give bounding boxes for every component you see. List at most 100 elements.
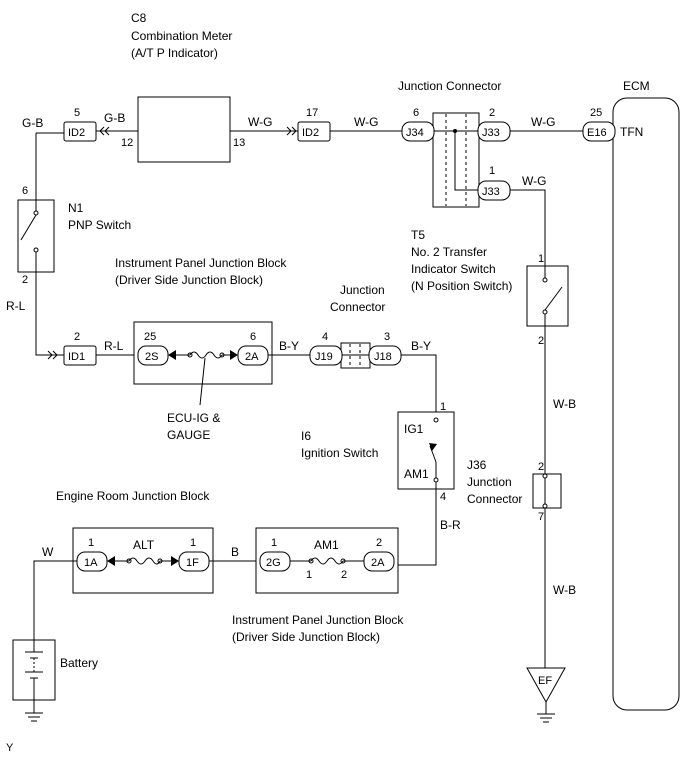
ecm-terminal-tfn: TFN [620,125,643,139]
alt-fuse-l [126,558,132,564]
e16-pin: 25 [590,107,602,119]
e16-label: E16 [587,127,607,139]
ground-ef-label: EF [538,675,552,687]
j36-line1: Junction [467,475,512,489]
wire-label-wg-2: W-G [354,115,378,129]
n1-pin-2: 2 [22,274,28,286]
n1-blade [20,214,37,241]
i6-pin-1: 1 [440,401,446,413]
t5-line1: No. 2 Transfer [411,245,487,259]
j36-pin-2: 2 [538,461,544,473]
ipjb-upper-line2: (Driver Side Junction Block) [115,273,263,287]
id2-right-pin: 17 [306,107,318,119]
t5-blade [544,286,563,311]
id2-right-arrow [286,126,297,136]
n1-pin-6: 6 [22,185,28,197]
ipjb-lower-line1: Instrument Panel Junction Block [232,613,404,627]
t5-ref: T5 [411,228,425,242]
fuse-gauge-label: GAUGE [167,428,210,442]
wire-label-br: B-R [440,518,461,532]
i6-blade [429,445,437,463]
fuse-upper-l [187,352,193,358]
j34-label: J34 [406,127,424,139]
am1-fuse-pin-1: 1 [306,569,312,581]
i6-name: Ignition Switch [301,446,378,460]
ecm-title: ECM [623,79,650,93]
ecm-box [612,97,680,711]
c8-pin-12: 12 [121,137,133,149]
n1-name: PNP Switch [68,218,131,232]
junction-mid-line2: Connector [330,300,385,314]
wire-wg-4 [510,189,546,266]
t5-line3: (N Position Switch) [411,279,512,293]
wire-label-by-1: B-Y [279,339,299,353]
2a-lower-pin: 2 [376,537,382,549]
c8-pin-13: 13 [233,137,245,149]
1a-label: 1A [84,557,98,569]
2s-connector [137,345,169,366]
e16-connector [582,121,616,142]
j33-bottom-label: J33 [482,186,500,198]
t5-pin-1: 1 [538,253,544,265]
alt-fuse-r [157,558,163,564]
fuse-upper-r [219,352,225,358]
junction-connector-top-title: Junction Connector [398,79,501,93]
j36-box [532,473,562,509]
junction-mid-line1: Junction [340,283,385,297]
id1-arrow [47,350,58,360]
wire-label-wb-1: W-B [553,397,576,411]
ground-ef-symbol [537,702,555,723]
am1-fuse-l [308,558,314,564]
id2-left-arrow [99,126,110,136]
j33-bottom-pin: 1 [489,165,495,177]
wire-label-rl-1: R-L [6,299,26,313]
diagram-footer-code: Y [6,742,14,754]
alt-fuse-symbol [128,557,161,565]
id2-right-label: ID2 [302,127,319,139]
wire-by-2 [401,354,437,412]
ignition-switch-box [397,411,455,490]
i6-contact-top [433,417,439,423]
c8-ref: C8 [131,11,147,25]
j19-label: J19 [315,351,333,363]
am1-fuse-r [340,558,346,564]
i6-blade-tip [429,443,437,451]
t5-line2: Indicator Switch [411,262,496,276]
2s-pin: 25 [144,331,156,343]
t5-switch-box [526,265,569,327]
ecu-ig-fuse-symbol [189,351,223,359]
c8-name: Combination Meter [131,29,232,43]
j36-ref: J36 [467,458,487,472]
id2-left-label: ID2 [68,127,85,139]
wire-label-b: B [231,545,239,559]
wire-br [398,489,437,566]
ipjb-lower-line2: (Driver Side Junction Block) [232,630,380,644]
alt-fuse-label: ALT [133,538,155,552]
wire-w [33,560,77,640]
c8-sub: (A/T P Indicator) [131,46,218,60]
j33-top-label: J33 [482,127,500,139]
j33-top-pin: 2 [489,107,495,119]
1f-pin: 1 [190,537,196,549]
id1-pin: 2 [74,331,80,343]
n1-ref: N1 [68,201,84,215]
battery-label: Battery [60,656,98,670]
2s-label: 2S [145,351,158,363]
2a-upper-pin: 6 [250,331,256,343]
id1-label: ID1 [68,351,85,363]
wire-label-rl-2: R-L [104,339,124,353]
2a-upper-label: 2A [245,351,259,363]
wire-label-by-2: B-Y [411,339,431,353]
i6-pin-4: 4 [440,491,446,503]
wire-label-gb-1: G-B [22,116,43,130]
ground-ef-triangle [526,667,566,704]
wire-label-wg-1: W-G [248,115,272,129]
j18-pin: 3 [384,331,390,343]
am1-fuse-pin-2: 2 [341,569,347,581]
ipjb-upper-line1: Instrument Panel Junction Block [115,256,287,270]
j34-pin: 6 [413,107,419,119]
2g-pin: 1 [271,537,277,549]
2a-lower-label: 2A [371,557,385,569]
